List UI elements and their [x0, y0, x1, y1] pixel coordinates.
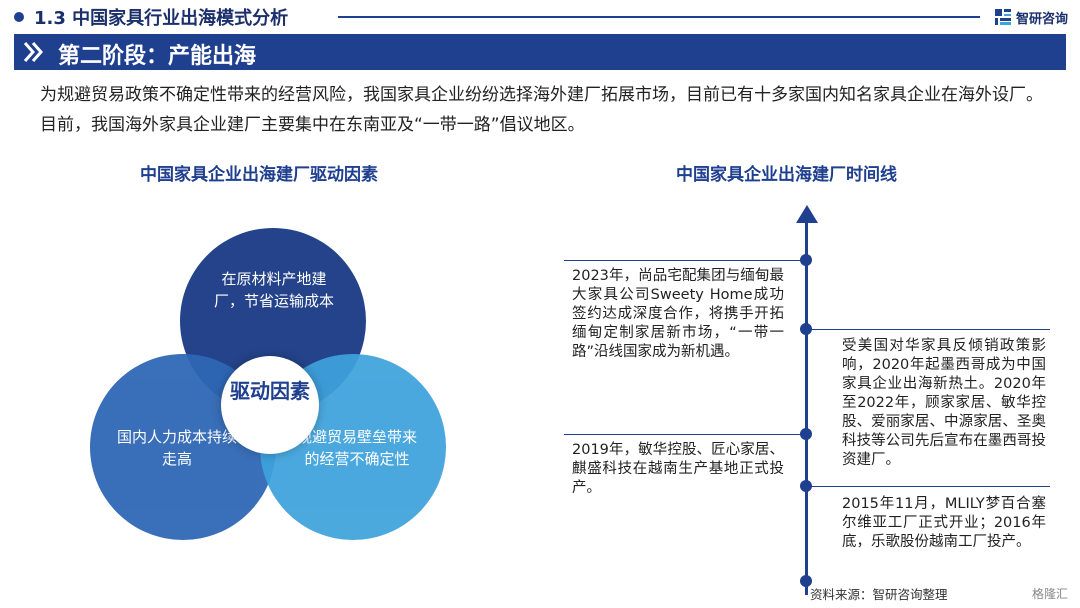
driver-center-badge: 驱动因素	[221, 356, 319, 454]
timeline-node	[800, 480, 812, 492]
header-rule	[338, 16, 980, 18]
timeline-event-mexico: 受美国对华家具反倾销政策影响，2020年起墨西哥成为中国家具企业出海新热土。20…	[842, 338, 1046, 468]
timeline-event-2019: 2019年，敏华控股、匠心家居、麒盛科技在越南生产基地正式投产。	[572, 442, 784, 496]
timeline-event-2023: 2023年，尚品宅配集团与缅甸最大家具公司Sweety Home成功签约达成深度…	[572, 268, 784, 360]
driver-label-labor-cost: 国内人力成本持续走高	[116, 428, 237, 468]
drivers-venn-diagram: 在原材料产地建厂，节省运输成本 国内人力成本持续走高 规避贸易壁垒带来的经营不确…	[90, 210, 460, 600]
stage-title: 第二阶段：产能出海	[58, 44, 257, 69]
timeline-arrow-icon	[796, 205, 818, 223]
stage-banner: 第二阶段：产能出海	[14, 34, 1066, 70]
timeline-connector	[564, 434, 808, 435]
source-note: 资料来源：智研咨询整理	[810, 587, 948, 602]
timeline-connector	[806, 486, 1050, 487]
timeline-axis	[805, 223, 808, 595]
timeline-event-2015: 2015年11月，MLILY梦百合塞尔维亚工厂正式开业；2016年底，乐歌股份越…	[842, 496, 1046, 550]
section-title: 1.3 中国家具行业出海模式分析	[34, 8, 289, 29]
timeline-node	[800, 575, 812, 587]
watermark: 格隆汇	[1031, 587, 1068, 601]
driver-label-raw-materials: 在原材料产地建厂，节省运输成本	[213, 270, 334, 310]
timeline-connector	[564, 260, 808, 261]
timeline-title: 中国家具企业出海建厂时间线	[676, 165, 897, 185]
driver-label-trade-barriers: 规避贸易壁垒带来的经营不确定性	[296, 428, 417, 468]
brand-name: 智研咨询	[1015, 11, 1068, 27]
header: 1.3 中国家具行业出海模式分析 智研咨询	[0, 0, 1080, 34]
timeline-node	[800, 428, 812, 440]
timeline-connector	[806, 329, 1050, 330]
bullet-dot	[14, 12, 24, 22]
zhiyan-logo-icon	[994, 9, 1011, 25]
timeline-node	[800, 254, 812, 266]
brand-logo: 智研咨询	[994, 6, 1068, 28]
double-chevron-icon	[23, 42, 44, 62]
timeline-node	[800, 323, 812, 335]
intro-paragraph: 为规避贸易政策不确定性带来的经营风险，我国家具企业纷纷选择海外建厂拓展市场，目前…	[40, 85, 1043, 135]
driver-center-label: 驱动因素	[230, 379, 310, 403]
timeline: 2023年，尚品宅配集团与缅甸最大家具公司Sweety Home成功签约达成深度…	[560, 205, 1060, 605]
drivers-title: 中国家具企业出海建厂驱动因素	[140, 165, 378, 185]
